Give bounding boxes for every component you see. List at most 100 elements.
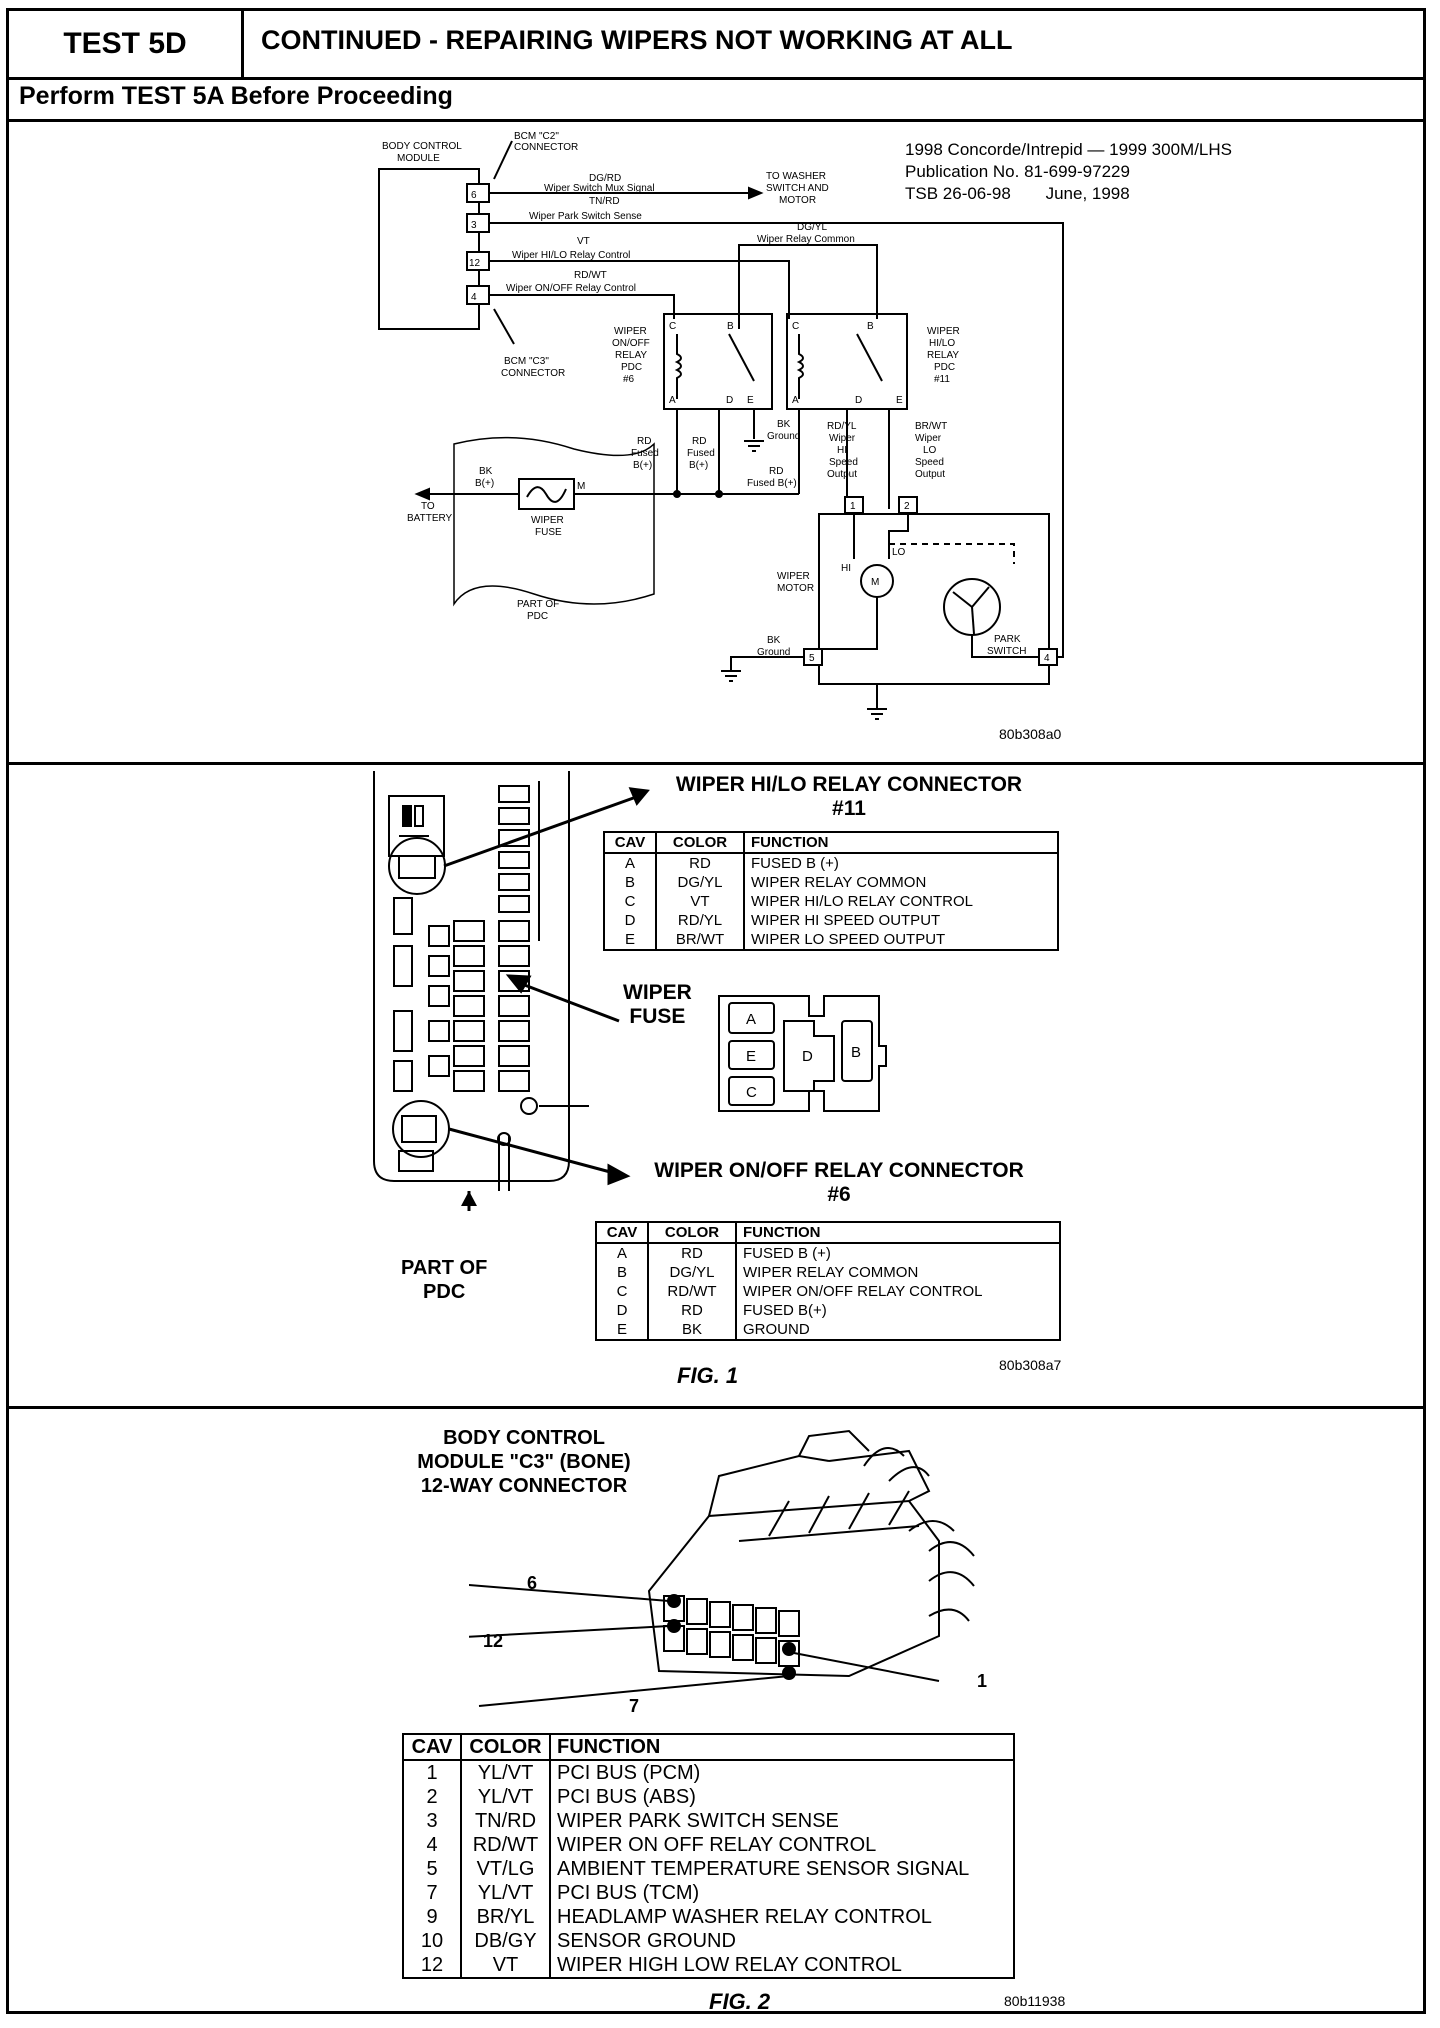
relay-2-pin-b: B xyxy=(867,321,874,332)
header-function: FUNCTION xyxy=(549,1734,1014,1761)
relay-1-pin-d: D xyxy=(726,395,733,406)
hi-out-5: Output xyxy=(827,469,857,480)
wire-4-name: Wiper ON/OFF Relay Control xyxy=(506,283,636,294)
callout-1: 1 xyxy=(977,1671,988,1691)
cell-cav: A xyxy=(624,855,635,872)
wiper-fuse-callout: WIPER FUSE xyxy=(623,981,692,1029)
cell-function: WIPER RELAY COMMON xyxy=(735,1263,1060,1282)
battery-label-1: TO xyxy=(421,501,435,512)
header-color: COLOR xyxy=(460,1734,550,1761)
test-title: CONTINUED - REPAIRING WIPERS NOT WORKING… xyxy=(261,25,1013,55)
cell-cav: D xyxy=(616,1302,628,1319)
bcm-label-2: MODULE xyxy=(397,153,440,164)
cell-cav: 12 xyxy=(420,1954,444,1976)
cell-function: WIPER ON OFF RELAY CONTROL xyxy=(549,1833,1014,1857)
pin-3-label: 3 xyxy=(471,220,477,231)
relay-2-pin-a: A xyxy=(792,395,799,406)
motor-label-1: WIPER xyxy=(777,571,810,582)
rd-fused-3-a: RD xyxy=(769,466,783,477)
bcm-box xyxy=(378,168,480,330)
cell-cav: 7 xyxy=(426,1882,438,1904)
cell-function: WIPER HI/LO RELAY CONTROL xyxy=(743,892,1058,911)
header-function: FUNCTION xyxy=(735,1222,1060,1244)
cell-function: WIPER RELAY COMMON xyxy=(743,873,1058,892)
part-pdc-1: PART OF xyxy=(517,599,559,610)
cell-color: BR/YL xyxy=(460,1905,550,1929)
publication-line-2: Publication No. 81-699-97229 xyxy=(905,162,1130,181)
cell-cav: E xyxy=(624,931,635,948)
header-function: FUNCTION xyxy=(743,832,1058,854)
relay-1-line-3: RELAY xyxy=(615,350,647,361)
pin-12-label: 12 xyxy=(469,258,481,269)
cell-cav: 4 xyxy=(426,1834,438,1856)
onoff-relay-title-1: WIPER ON/OFF RELAY CONNECTOR xyxy=(654,1159,1024,1182)
c2-label-1: BCM "C2" xyxy=(514,131,559,142)
cell-color: VT xyxy=(655,892,744,911)
schematic-ref: 80b308a0 xyxy=(999,726,1062,742)
pdc-outline xyxy=(373,771,570,1182)
publication-date: June, 1998 xyxy=(1045,184,1130,203)
subtitle: Perform TEST 5A Before Proceeding xyxy=(19,82,453,110)
motor-label-2: MOTOR xyxy=(777,583,814,594)
relay-2-pin-d: D xyxy=(855,395,862,406)
wiper-fuse-callout-1: WIPER xyxy=(623,981,692,1004)
battery-label-2: BATTERY xyxy=(407,513,453,524)
relay-2-line-2: HI/LO xyxy=(929,338,955,349)
relay-1-line-5: #6 xyxy=(623,374,635,385)
wiper-motor-box xyxy=(818,513,1050,685)
fig1-caption: FIG. 1 xyxy=(677,1363,739,1388)
cell-color: RD xyxy=(655,853,744,873)
motor-lo: LO xyxy=(892,547,906,558)
hi-out-2: Wiper xyxy=(829,433,856,444)
relay-2-line-1: WIPER xyxy=(927,326,960,337)
conn-pin-c: C xyxy=(746,1084,757,1101)
cell-color: TN/RD xyxy=(460,1809,550,1833)
lo-out-4: Speed xyxy=(915,457,944,468)
cavity-7-marker xyxy=(782,1666,796,1680)
cell-function: FUSED B(+) xyxy=(735,1301,1060,1320)
header-color: COLOR xyxy=(647,1222,736,1244)
wiper-fuse-1: WIPER xyxy=(531,515,564,526)
hilo-relay-title-2: #11 xyxy=(832,797,866,820)
wire-2-color: TN/RD xyxy=(589,196,620,207)
publication-line-1: 1998 Concorde/Intrepid — 1999 300M/LHS xyxy=(905,140,1232,159)
fuse-column-right xyxy=(498,785,530,913)
relay-2-pin-c: C xyxy=(792,321,799,332)
relay-1-pin-e: E xyxy=(747,395,754,406)
cell-color: VT/LG xyxy=(460,1857,550,1881)
cell-cav: E xyxy=(616,1321,627,1338)
bcm-connector-title-3: 12-WAY CONNECTOR xyxy=(420,1475,628,1497)
header-color: COLOR xyxy=(655,832,744,854)
conn-pin-a: A xyxy=(746,1011,756,1028)
cell-cav: 5 xyxy=(426,1858,438,1880)
lo-out-1: BR/WT xyxy=(915,421,947,432)
c3-label-2: CONNECTOR xyxy=(501,368,565,379)
relay-1-pin-c: C xyxy=(669,321,676,332)
table-header-row: CAV COLOR FUNCTION xyxy=(403,1734,1014,1761)
tsb-number: TSB 26-06-98 xyxy=(905,184,1011,203)
wire-3-color: VT xyxy=(577,236,590,247)
rd-fused-3-b: Fused B(+) xyxy=(747,478,797,489)
bcm-c3-connector-illustration xyxy=(469,1429,975,1707)
cell-color: RD xyxy=(647,1301,736,1320)
cell-color: BR/WT xyxy=(655,930,744,950)
table-header-row: CAV COLOR FUNCTION xyxy=(596,1222,1060,1244)
relay-1-pin-b: B xyxy=(727,321,734,332)
cell-color: DB/GY xyxy=(460,1929,550,1953)
fuse-grid xyxy=(453,920,530,1092)
lo-out-5: Output xyxy=(915,469,945,480)
cell-cav: D xyxy=(624,912,636,929)
park-switch-1: PARK xyxy=(994,634,1021,645)
cell-color: BK xyxy=(647,1320,736,1340)
conn-pin-d: D xyxy=(802,1048,813,1065)
wiper-fuse-2: FUSE xyxy=(535,527,562,538)
